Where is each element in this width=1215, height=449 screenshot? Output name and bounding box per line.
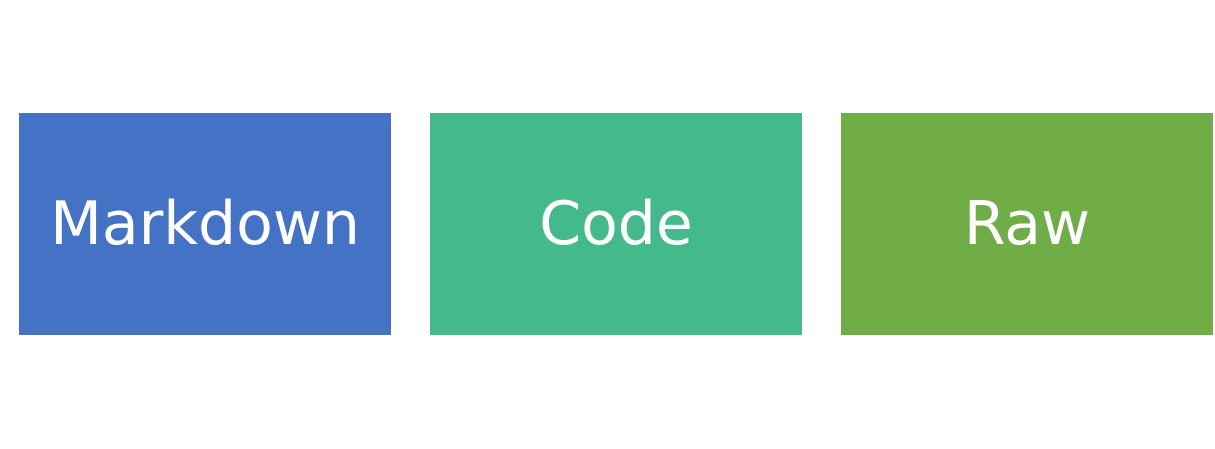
raw-box: Raw [841,113,1213,335]
markdown-label: Markdown [50,189,360,259]
code-label: Code [539,189,693,259]
markdown-box: Markdown [19,113,391,335]
code-box: Code [430,113,802,335]
raw-label: Raw [963,189,1091,259]
